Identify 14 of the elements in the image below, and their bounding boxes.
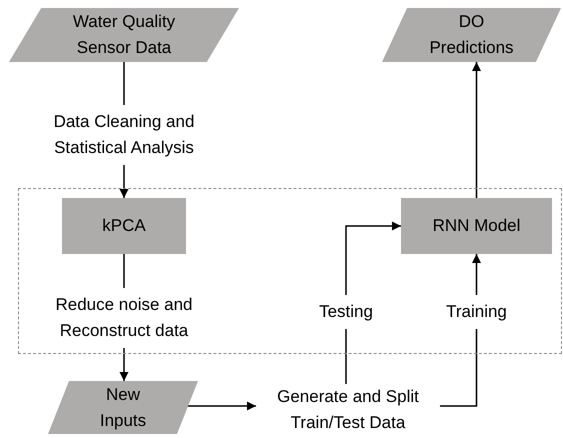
data-parallelogram: [382, 8, 561, 62]
data-parallelogram: [9, 8, 239, 62]
dashed-group-box: [18, 188, 562, 354]
process-box: [401, 198, 552, 254]
arrow: [187, 402, 256, 410]
node-text: kPCA: [102, 215, 146, 237]
node-text: Generate and Split Train/Test Data: [276, 386, 420, 434]
data-parallelogram: [48, 381, 198, 434]
process-box: [62, 198, 186, 254]
arrow: [472, 62, 481, 198]
node-text: RNN Model: [432, 215, 520, 237]
node-text: New Inputs: [98, 384, 148, 432]
node-text: Water Quality Sensor Data: [72, 11, 176, 59]
node-text: DO Predictions: [428, 11, 515, 59]
